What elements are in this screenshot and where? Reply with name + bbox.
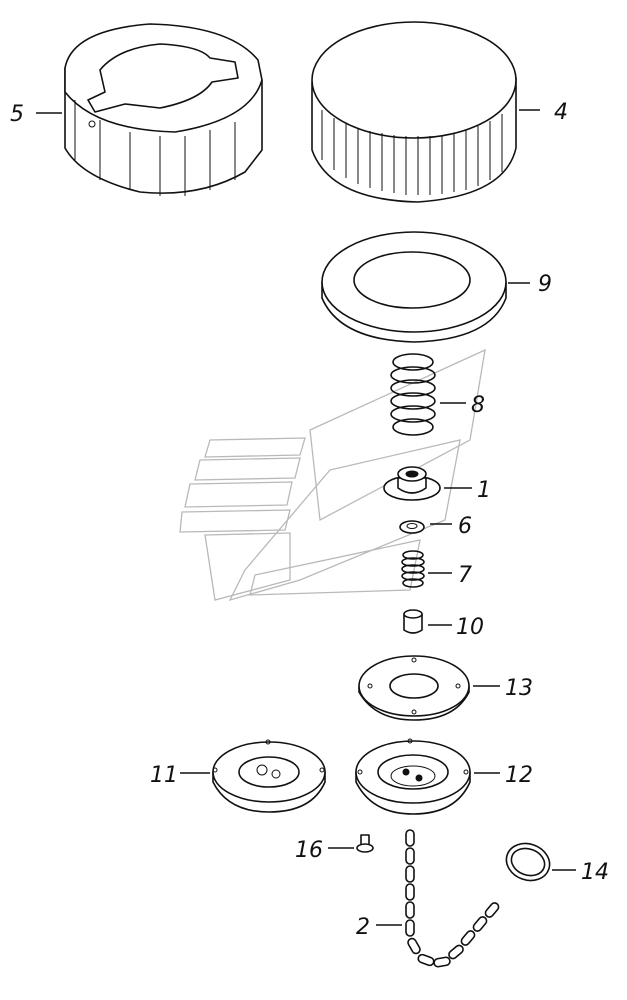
callout-2: 2 <box>356 915 370 940</box>
part-5-bayonet-cap <box>64 23 263 196</box>
part-6-washer <box>399 520 425 534</box>
part-1-valve-body <box>383 466 441 501</box>
part-7-small-spring <box>401 550 425 588</box>
part-4-knurled-cap <box>311 21 517 203</box>
part-11-flange <box>212 739 326 813</box>
part-9-gasket-ring <box>321 231 507 343</box>
callout-12: 12 <box>505 763 533 788</box>
part-16-screw <box>356 834 374 853</box>
part-2-chain <box>405 829 500 968</box>
leader-lines <box>36 109 576 926</box>
callout-5: 5 <box>10 102 24 127</box>
part-13-flat-plate <box>358 655 470 721</box>
watermark-logo <box>179 348 486 602</box>
callout-8: 8 <box>471 393 485 418</box>
part-12-flange <box>355 738 471 815</box>
callout-7: 7 <box>458 563 472 588</box>
callout-11: 11 <box>150 763 178 788</box>
part-10-pin <box>403 609 423 634</box>
part-8-large-spring <box>390 353 436 436</box>
callout-1: 1 <box>477 478 491 503</box>
callout-13: 13 <box>505 676 533 701</box>
callout-9: 9 <box>538 272 552 297</box>
callout-16: 16 <box>295 838 323 863</box>
callout-4: 4 <box>554 100 568 125</box>
callout-labels: 5 4 9 8 1 6 7 10 13 11 12 16 14 2 <box>10 100 609 940</box>
callout-14: 14 <box>581 860 609 885</box>
part-14-split-ring <box>505 842 551 882</box>
callout-6: 6 <box>458 514 472 539</box>
callout-10: 10 <box>456 615 484 640</box>
